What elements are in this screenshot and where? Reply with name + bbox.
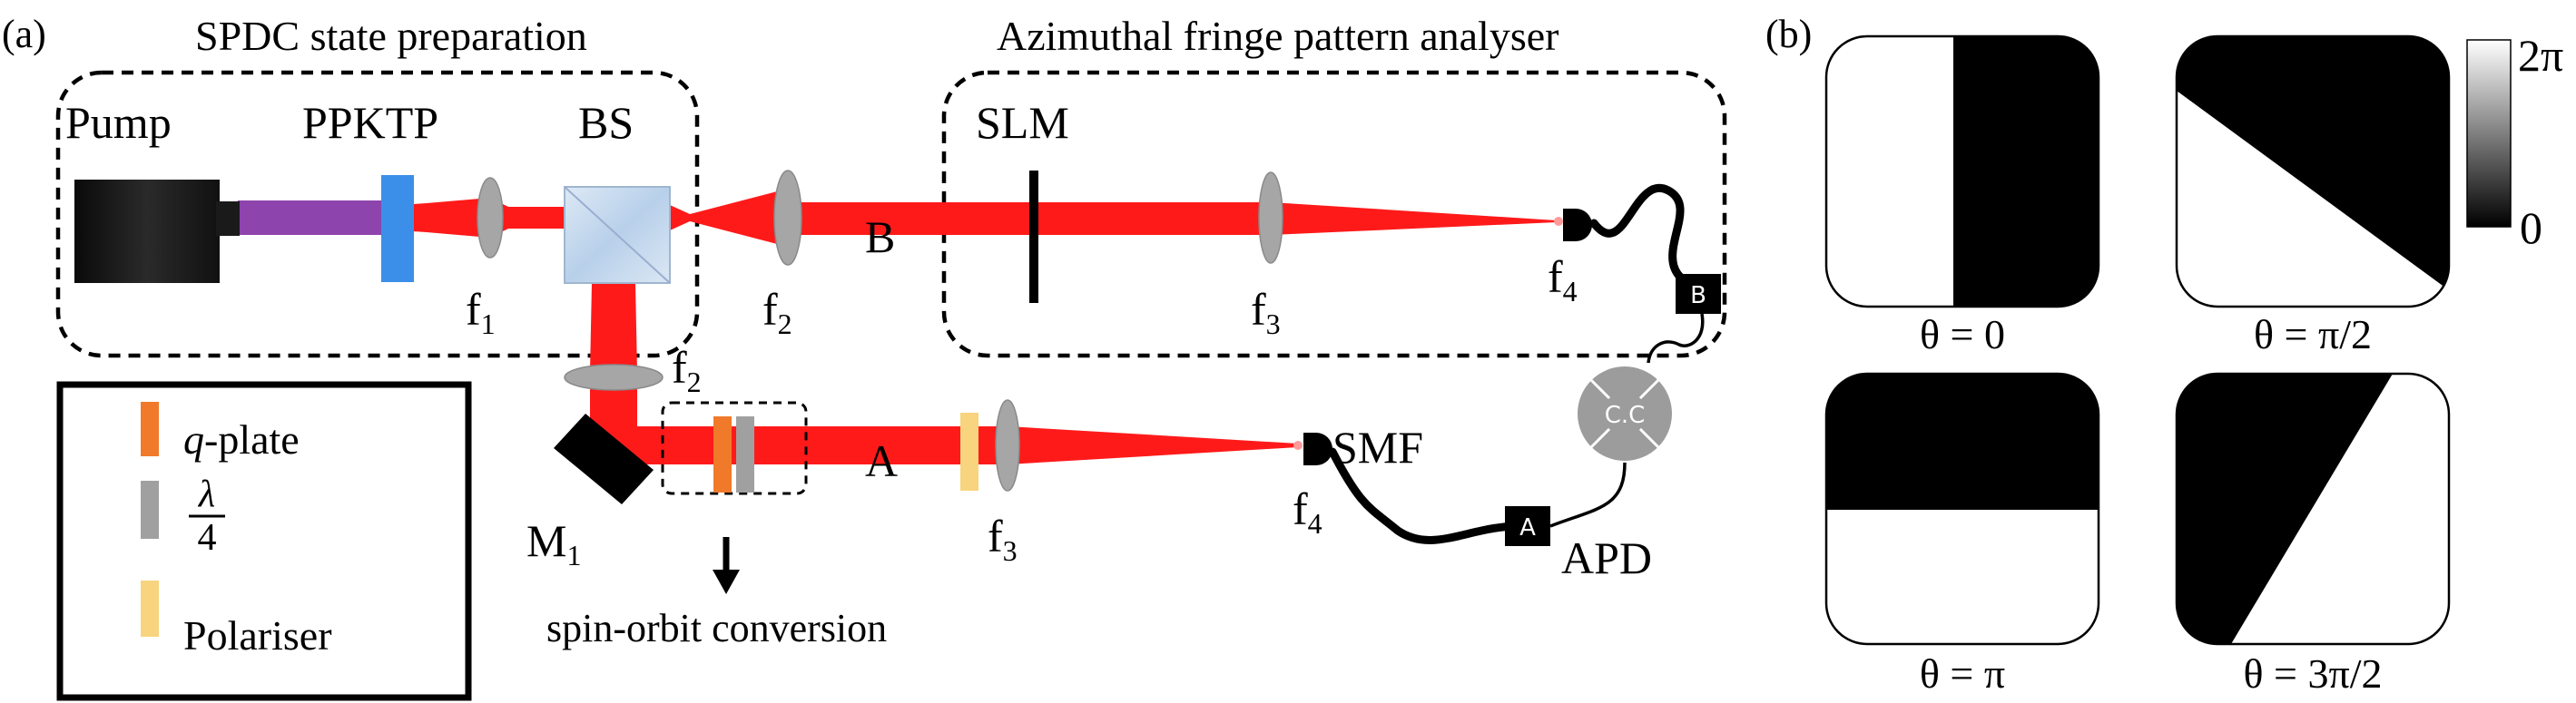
phase-pattern-theta-three-half-pi [2175,372,2451,646]
red-beam-f1-bs [490,198,567,238]
wire-b-cc [1647,313,1705,364]
spdc-group-box [55,70,700,358]
caption-theta-half-pi: θ = π/2 [2254,311,2372,357]
spin-orbit-arrow-head [713,570,740,594]
label-f4-b: f4 [1548,251,1578,308]
detector-b-label: B [1690,282,1706,309]
colorbar-max-label: 2π [2518,30,2563,81]
label-apd: APD [1561,532,1652,583]
caption-theta-0: θ = 0 [1920,311,2005,357]
legend-swatch-polariser [141,581,159,637]
pump-laser-body [74,180,220,283]
label-f2-b: f2 [762,284,792,340]
pump-laser-nozzle [216,201,240,236]
colorbar-min-label: 0 [2520,202,2542,253]
spin-orbit-box [661,401,808,495]
beam-splitter-diagonal [564,186,671,284]
coincidence-counter-label: C.C [1605,402,1646,429]
lens-f1 [477,177,504,259]
spdc-group-title: SPDC state preparation [195,13,587,59]
beam-b-collimated [781,202,1271,235]
phase-pattern-theta-half-pi [2175,34,2451,308]
red-beam-crystal-bs [399,198,490,238]
beam-a-focus-dot [1293,441,1303,450]
legend-qplate: q-plate [183,416,300,463]
lens-f2-b [773,170,802,266]
caption-theta-three-half-pi: θ = 3π/2 [2244,650,2383,697]
legend-lambda: λ [197,474,215,515]
fiber-a [1328,447,1529,544]
qplate-element [713,416,732,493]
label-mirror: M1 [526,515,581,571]
phase-pattern-theta-0 [1824,34,2100,308]
beam-a-focus [1008,426,1298,464]
ppktp-crystal [381,175,414,282]
label-spin-orbit: spin-orbit conversion [546,606,887,650]
phase-colorbar [2466,39,2512,228]
lens-f3-a [995,399,1020,492]
slm-plate [1029,171,1038,303]
lens-f3-b [1258,171,1283,264]
label-pump: Pump [65,97,172,148]
legend-swatch-qplate [141,402,159,456]
legend-four: 4 [198,517,217,559]
label-f1: f1 [466,284,496,340]
wire-a-cc [1549,462,1627,528]
label-f4-a: f4 [1293,483,1322,540]
legend-polariser: Polariser [183,612,332,659]
label-beam-a: A [865,435,898,486]
label-beam-b: B [865,211,895,262]
label-slm: SLM [976,97,1069,148]
fiber-coupler-a [1303,433,1332,465]
panel-b-label: (b) [1765,12,1812,56]
detector-b [1676,274,1721,314]
polariser-element [960,413,978,491]
mirror-m1 [554,414,654,504]
caption-theta-pi: θ = π [1920,650,2005,697]
legend-swatch-waveplate [141,481,159,539]
label-smf: SMF [1332,422,1423,473]
analyser-group-title: Azimuthal fringe pattern analyser [997,13,1558,59]
beam-b-focus [1271,202,1557,235]
label-f2-a: f2 [672,342,702,398]
beam-a-down [590,283,637,372]
label-f3-b: f3 [1251,284,1281,340]
pump-beam [238,200,392,235]
label-bs: BS [578,97,634,148]
beam-a-horizontal [590,426,1008,464]
label-ppktp: PPKTP [302,97,438,148]
beam-b-cone-in [670,190,781,245]
detector-a [1505,506,1550,546]
phase-pattern-theta-pi [1824,372,2100,646]
quarter-waveplate-element [736,416,754,493]
beam-b-focus-dot [1554,217,1563,226]
coincidence-counter [1578,366,1672,461]
legend-box [56,381,472,701]
label-f3-a: f3 [988,511,1018,567]
fiber-b [1589,184,1711,295]
fiber-coupler-b [1563,209,1592,241]
lens-f2-a [564,364,664,391]
panel-a-label: (a) [2,12,46,56]
detector-a-label: A [1519,514,1536,542]
